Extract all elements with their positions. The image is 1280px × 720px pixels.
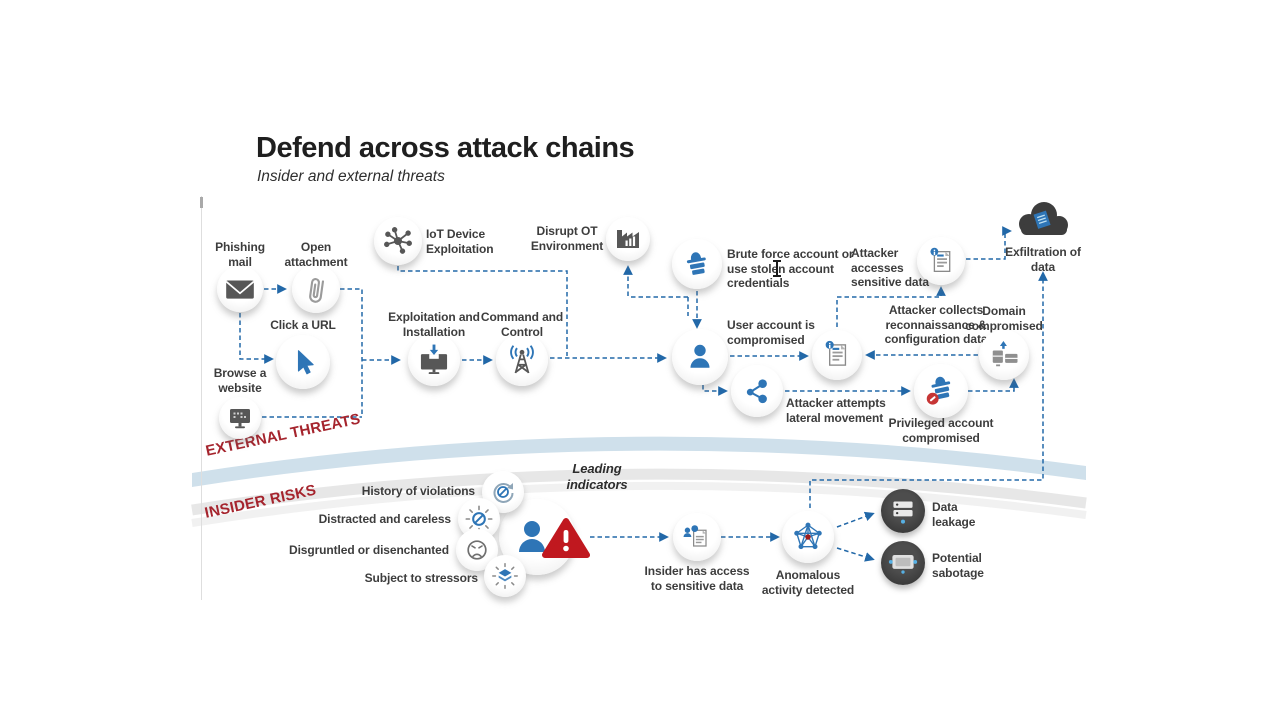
node-exfiltration [1008,197,1078,250]
node-attacker-accesses [917,237,965,285]
label-stressors: Subject to stressors [364,571,478,585]
node-stressors [484,555,526,597]
node-phishing-mail [217,266,263,312]
label-command-control: Command and Control [480,310,564,339]
node-click-url [276,335,330,389]
device-icon [888,555,918,574]
label-phishing-mail: Phishing mail [215,240,265,269]
node-brute-force [672,239,722,289]
connector [968,378,1019,392]
label-lateral-movement: Attacker attempts lateral movement [786,396,886,425]
page-subtitle: Insider and external threats [257,168,445,185]
devices-up-arrow-icon [992,340,1018,367]
warning-triangle-icon [542,518,590,558]
label-exfiltration: Exfiltration of data [1005,245,1081,274]
connector [702,385,728,396]
install-monitor-icon [420,344,448,375]
label-data-leakage: Data leakage [932,500,976,529]
node-domain-compromised [979,330,1029,380]
node-browse-website [219,397,261,439]
connector [340,288,363,416]
page-title: Defend across attack chains [256,132,635,164]
label-domain-compromised: Domain compromised [965,304,1043,333]
label-potential-sabotage: Potential sabotage [932,551,984,580]
radio-tower-icon [510,345,534,374]
label-brute-force: Brute force account or use stolen accoun… [727,247,854,291]
label-open-attachment: Open attachment [284,240,348,269]
document-info-icon [825,340,847,366]
label-attacker-collects: Attacker collects reconnaissance & confi… [884,303,988,347]
connector [966,226,1012,260]
label-disgruntled: Disgruntled or disenchanted [289,543,449,557]
slide-edge-tick [200,197,203,208]
attacker-alert-icon [926,376,951,405]
document-info-icon [929,247,950,272]
label-privileged-account: Privileged account compromised [888,416,994,445]
leading-indicators-label: Leading indicators [566,461,628,492]
node-iot-device [374,217,422,265]
frown-face-icon [467,540,487,560]
iot-network-icon [384,227,412,254]
connector [836,547,875,562]
label-insider-access: Insider has access to sensitive data [644,564,750,593]
anomaly-graph-icon [794,522,822,550]
node-command-control [496,334,548,386]
text-ibeam-cursor [773,260,781,277]
connector [239,313,274,364]
attacker-hat-icon [686,252,706,275]
website-monitor-icon [230,409,250,429]
share-network-icon [746,379,767,404]
envelope-icon [225,280,255,299]
connector [397,266,568,356]
label-distracted: Distracted and careless [318,512,452,526]
node-data-leakage [881,489,925,533]
slide-edge-line [201,196,202,600]
node-anomalous [782,511,834,563]
connector-group [239,226,1048,562]
label-disrupt-ot: Disrupt OT Environment [530,224,604,253]
wave-band-soft [191,481,1087,527]
stressors-icon [492,563,518,589]
wave-band-shadow [191,468,1087,516]
connector [836,511,875,528]
factory-icon [617,230,639,248]
node-privileged-account [914,364,968,418]
label-browse-website: Browse a website [213,366,267,395]
user-icon [690,344,710,368]
label-user-compromised: User account is compromised [727,318,815,347]
wave-band-blue [192,436,1086,487]
node-lateral-movement [731,365,783,417]
person-warning-icon [519,521,545,552]
label-iot-device: IoT Device Exploitation [426,227,494,256]
server-icon [893,501,913,524]
node-insider-access [673,513,721,561]
label-history-violations: History of violations [361,484,475,498]
insider-document-icon [683,525,707,547]
connector [809,271,1048,508]
label-anomalous: Anomalous activity detected [761,568,855,597]
node-potential-sabotage [881,541,925,585]
node-open-attachment [292,265,340,313]
node-attacker-collects [812,330,862,380]
mouse-cursor-icon [297,350,314,375]
cloud-exfiltration-icon [1019,202,1068,235]
node-exploitation [408,334,460,386]
paperclip-icon [309,278,325,303]
connector [836,286,946,327]
history-block-icon [493,483,514,503]
label-attacker-accesses: Attacker accesses sensitive data [851,246,929,290]
node-disrupt-ot [606,217,650,261]
label-click-url: Click a URL [270,318,336,332]
node-user-compromised [672,329,728,385]
label-exploitation: Exploitation and Installation [388,310,480,339]
